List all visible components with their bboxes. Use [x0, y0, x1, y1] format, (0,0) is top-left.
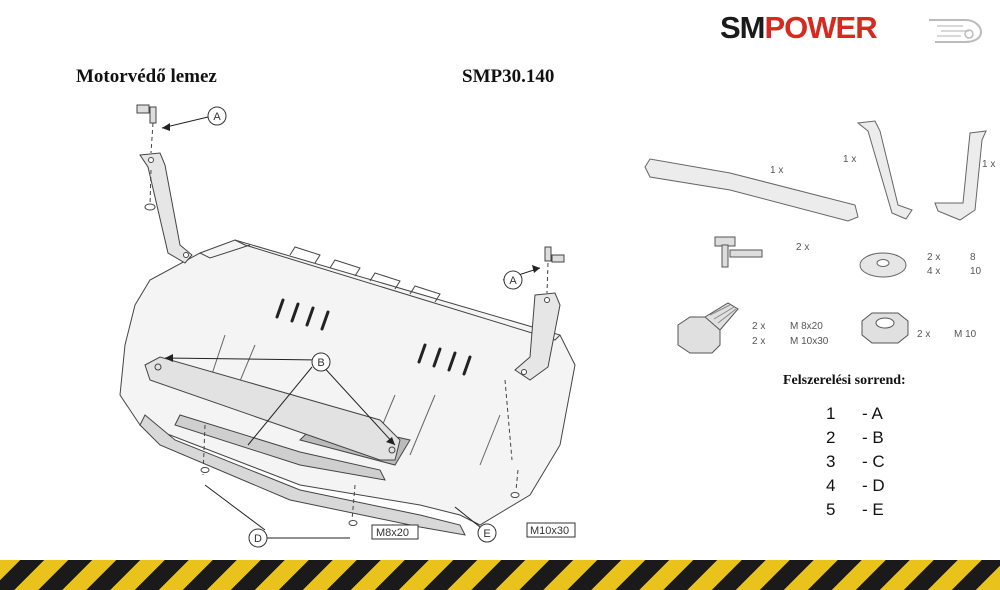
bolt-size1: M 8x20: [790, 321, 823, 332]
bolt-size2: M 10x30: [790, 336, 829, 347]
order-step-letter: - E: [862, 500, 884, 519]
skid-plate-drawing: A A B D E M8x20 M10x30: [119, 104, 576, 548]
washer-size1: 8: [970, 252, 976, 263]
order-step-number: 4: [826, 476, 836, 495]
washer-icon: [144, 203, 520, 526]
callout-b: B: [317, 357, 324, 369]
hazard-stripe: [0, 560, 1000, 590]
callout-a-right: A: [509, 275, 517, 287]
order-step: 3 - C: [826, 452, 885, 472]
qty-bracket2: 1 x: [982, 159, 995, 170]
reinforcement-bar: [144, 356, 401, 461]
bracket-icon: [934, 130, 987, 221]
order-heading: Felszerelési sorrend:: [783, 373, 906, 388]
bracket-right: [514, 292, 561, 381]
qty-bar: 1 x: [770, 165, 783, 176]
bolt-label-m10x30: M10x30: [530, 525, 569, 537]
washer-qty2: 4 x: [927, 266, 940, 277]
bolt-qty2: 2 x: [752, 336, 765, 347]
vent-slot: [275, 298, 285, 319]
vent-slot: [290, 302, 300, 323]
order-step-letter: - A: [862, 404, 883, 423]
page-title: Motorvédő lemez: [76, 66, 217, 87]
order-step-letter: - C: [862, 452, 885, 471]
order-step-letter: - B: [862, 428, 884, 447]
vent-slot: [305, 306, 315, 327]
brand-logo: SMPOWER: [720, 10, 990, 50]
bolt-icon: [677, 302, 739, 354]
order-step-number: 3: [826, 452, 836, 471]
vent-slot: [417, 343, 427, 364]
washer-size2: 10: [970, 266, 982, 277]
callout-d: D: [254, 533, 262, 545]
nut-icon: [861, 312, 909, 344]
order-step-number: 1: [826, 404, 836, 423]
order-step: 2 - B: [826, 428, 884, 448]
vent-slot: [462, 355, 472, 376]
callout-e: E: [483, 528, 490, 540]
bolt-icon: [136, 104, 157, 124]
order-step: 5 - E: [826, 500, 884, 520]
nut-qty: 2 x: [917, 329, 930, 340]
part-number: SMP30.140: [462, 66, 555, 87]
clip-icon: [714, 236, 763, 268]
order-step: 1 - A: [826, 404, 883, 424]
bolt-icon: [544, 246, 565, 263]
long-bar-part: [644, 158, 859, 222]
vent-slot: [320, 310, 330, 331]
order-step: 4 - D: [826, 476, 885, 496]
brand-logo-sm: SM: [720, 10, 765, 45]
qty-clip: 2 x: [796, 242, 809, 253]
brand-logo-power: POWER: [764, 10, 878, 45]
washer-qty1: 2 x: [927, 252, 940, 263]
order-step-letter: - D: [862, 476, 885, 495]
bolt-label-m8x20: M8x20: [376, 527, 409, 539]
front-lip: [139, 414, 466, 536]
logo-swoosh-icon: [929, 19, 983, 43]
vent-slot: [447, 351, 457, 372]
qty-bracket1: 1 x: [843, 154, 856, 165]
bolt-qty1: 2 x: [752, 321, 765, 332]
bracket-left: [139, 152, 193, 264]
vent-slot: [432, 347, 442, 368]
bracket-icon: [856, 120, 913, 220]
nut-size: M 10: [954, 329, 977, 340]
parts-list: 1 x 1 x 1 x 2 x 2 x 4 x 8 10 2 x 2 x M 8…: [644, 120, 995, 354]
washer-icon: [859, 252, 907, 278]
callout-a-left: A: [213, 111, 221, 123]
order-step-number: 5: [826, 500, 836, 519]
order-step-number: 2: [826, 428, 836, 447]
